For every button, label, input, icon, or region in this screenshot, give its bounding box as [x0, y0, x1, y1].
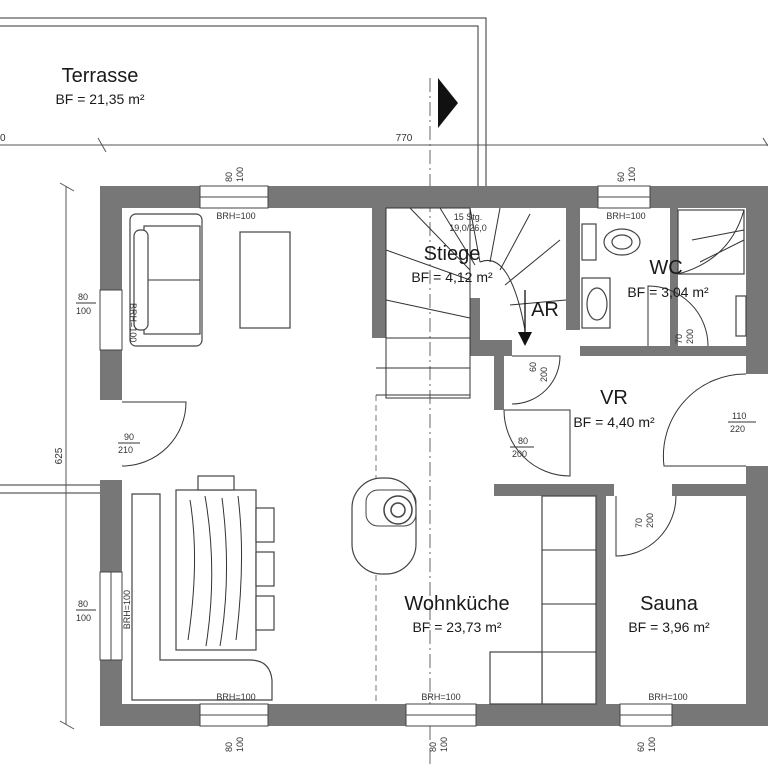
ar-name: AR — [531, 299, 559, 321]
brh-labels: BRH=100 BRH=100 BRH=100 BRH=100 BRH=100 … — [122, 211, 688, 702]
opening-dimension-label: 100 — [627, 167, 637, 182]
brh-top-right: BRH=100 — [606, 211, 645, 221]
opening-dimension-label: 200 — [645, 513, 655, 528]
height-dimension: 625 — [54, 447, 65, 464]
north-arrow-icon — [438, 78, 458, 128]
opening-dimension-label: 100 — [235, 167, 245, 182]
opening-dimension-label: 90 — [124, 432, 134, 442]
width-dimension: 770 — [396, 133, 413, 144]
doors — [121, 285, 747, 557]
opening-dimension-label: 110 — [732, 411, 746, 421]
opening-dimension-label: 80 — [224, 742, 234, 752]
wc-fixtures — [581, 209, 747, 337]
opening-dimension-label: 100 — [439, 737, 449, 752]
terrace-outline — [0, 17, 487, 494]
opening-dimension-label: 100 — [647, 737, 657, 752]
stair-name: Stiege — [424, 243, 481, 265]
vr-name: VR — [600, 387, 628, 409]
stair-steps: 15 Stg. — [454, 212, 483, 222]
stove-icon — [351, 477, 417, 575]
sofa — [129, 213, 291, 347]
wc-area: BF = 3,04 m² — [627, 284, 709, 300]
opening-dimension-label: 100 — [235, 737, 245, 752]
opening-dimension-label: 60 — [528, 362, 538, 372]
windows — [99, 185, 673, 727]
brh-top-left: BRH=100 — [216, 211, 255, 221]
sauna-name: Sauna — [640, 593, 699, 615]
opening-dimension-label: 80 — [78, 599, 88, 609]
kitchen-name: Wohnküche — [404, 593, 509, 615]
opening-dimension-label: 80 — [518, 436, 528, 446]
brh-bottom-right: BRH=100 — [648, 692, 687, 702]
opening-dimension-label: 60 — [616, 172, 626, 182]
vr-area: BF = 4,40 m² — [573, 414, 655, 430]
dining-set — [131, 475, 275, 701]
opening-dimension-label: 220 — [730, 424, 745, 434]
stair-ratio: 19,0/26,0 — [449, 223, 487, 233]
stairs — [376, 207, 567, 399]
opening-dimension-label: 70 — [634, 518, 644, 528]
opening-dimension-label: 200 — [685, 329, 695, 344]
dimension-labels: 770 0 625 — [0, 133, 413, 464]
opening-dimension-label: 80 — [78, 292, 88, 302]
opening-dimension-label: 210 — [118, 445, 133, 455]
brh-bottom-left: BRH=100 — [216, 692, 255, 702]
sauna-area: BF = 3,96 m² — [628, 619, 710, 635]
wc-name: WC — [649, 257, 682, 279]
opening-dimension-label: 200 — [539, 367, 549, 382]
opening-dimension-label: 60 — [636, 742, 646, 752]
brh-bottom-mid: BRH=100 — [421, 692, 460, 702]
terrace-area: BF = 21,35 m² — [55, 91, 144, 107]
brh-left-lower: BRH=100 — [122, 590, 132, 629]
dimension-lines — [0, 137, 768, 730]
stair-area: BF = 4,12 m² — [411, 269, 493, 285]
kitchen-area: BF = 23,73 m² — [412, 619, 501, 635]
opening-dimension-label: 70 — [674, 334, 684, 344]
opening-dimension-label: 80 — [428, 742, 438, 752]
opening-labels: 80 100 60 100 80 100 90 210 80 100 60 20… — [76, 167, 756, 752]
kitchen-counter — [489, 495, 597, 705]
left-edge-dimension: 0 — [0, 133, 6, 144]
opening-dimension-label: 200 — [512, 449, 527, 459]
room-labels: Terrasse BF = 21,35 m² Stiege BF = 4,12 … — [55, 65, 710, 635]
opening-dimension-label: 80 — [224, 172, 234, 182]
opening-dimension-label: 100 — [76, 613, 91, 623]
terrace-name: Terrasse — [62, 65, 139, 87]
brh-left-upper: BRH=100 — [128, 303, 138, 342]
inner-walls — [372, 208, 768, 726]
opening-dimension-label: 100 — [76, 306, 91, 316]
